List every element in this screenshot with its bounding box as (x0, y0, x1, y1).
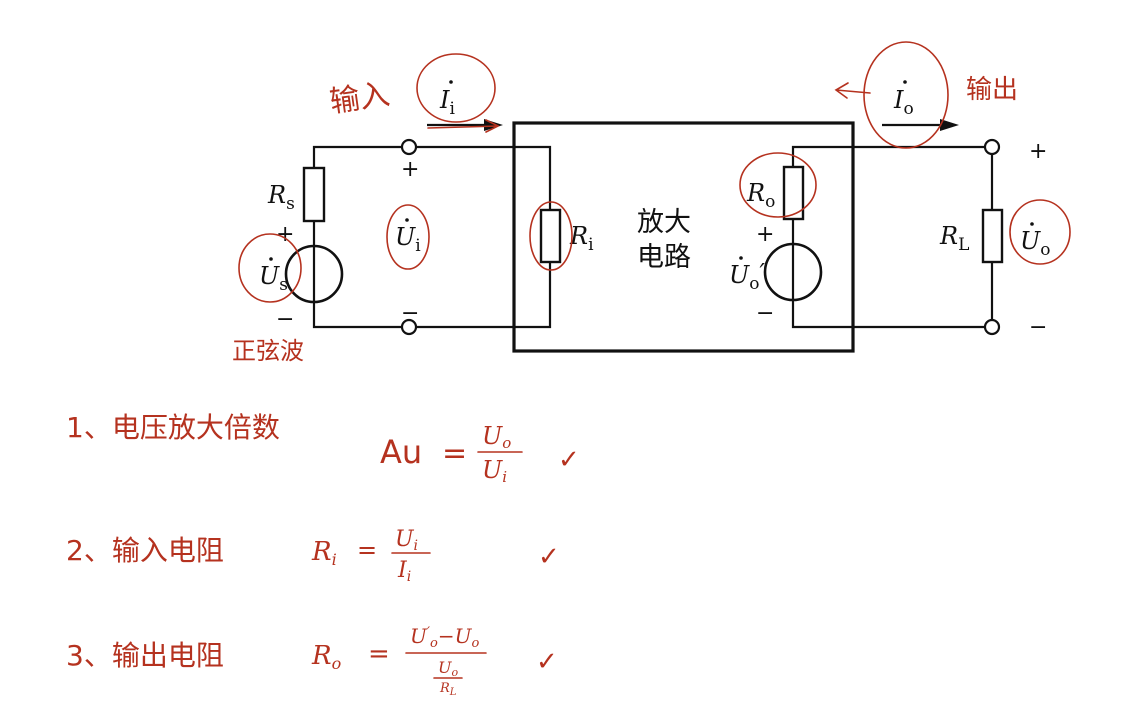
note-1-eq: = (442, 436, 467, 471)
ui-plus: + (401, 157, 419, 182)
block-label-line2: 电路 (637, 242, 691, 273)
circle-ro (739, 152, 817, 218)
note-3-check: ✓ (536, 647, 558, 677)
note-1: 1、电压放大倍数 Au = Uo Ui ✓ (66, 411, 580, 486)
source-top-wire (312, 145, 401, 168)
uo-prime-label: Uo′ (729, 259, 765, 294)
note-3-eq: = (368, 639, 390, 669)
annotation-sine-wave: 正弦波 (232, 337, 304, 365)
note-2: 2、输入电阻 Ri = Ui Ii ✓ (66, 527, 560, 585)
note-2-label: 2、输入电阻 (66, 534, 224, 567)
note-3-num: U′o−Uo (410, 624, 480, 651)
output-plus: + (1029, 139, 1047, 164)
note-2-lhs: Ri (311, 537, 337, 569)
rl-resistor (981, 208, 1004, 264)
note-3-den-den: RL (439, 681, 457, 698)
note-2-den: Ii (397, 558, 411, 585)
uo-dot (1030, 222, 1034, 226)
note-1-label: 1、电压放大倍数 (66, 411, 280, 444)
note-2-eq: = (357, 536, 377, 564)
ro-label: Ro (746, 179, 775, 212)
output-bottom-wire (791, 300, 985, 329)
note-1-check: ✓ (558, 445, 580, 475)
rl-label: RL (939, 222, 969, 255)
ri-bottom-wire (416, 262, 552, 329)
circle-uo (1009, 199, 1071, 265)
io-arrow-head (940, 119, 959, 131)
us-minus: − (276, 307, 294, 332)
note-1-lhs: Au (380, 433, 422, 471)
block-label-line1: 放大 (637, 207, 691, 238)
uo-prime-plus: + (756, 222, 774, 247)
io-label: Io (893, 86, 914, 119)
handwritten-annotations: 输入 输出 正弦波 (232, 41, 1071, 365)
uo-prime-dot (739, 256, 743, 260)
io-dot (903, 80, 907, 84)
red-arrow-ii (427, 119, 500, 133)
ui-label: Ui (395, 223, 421, 256)
red-arrow-io (834, 82, 871, 99)
output-terminal-bottom (983, 318, 1001, 336)
circle-ii (416, 53, 496, 123)
ri-label: Ri (569, 222, 594, 255)
us-plus: + (276, 222, 294, 247)
note-2-num: Ui (395, 527, 418, 554)
ro-top-wire (791, 145, 985, 167)
rs-resistor (302, 166, 326, 223)
ii-dot (449, 80, 453, 84)
circle-io (863, 41, 949, 149)
note-3-den: Uo (438, 658, 458, 679)
formula-notes: 1、电压放大倍数 Au = Uo Ui ✓ 2、输入电阻 Ri = Ui Ii … (66, 411, 580, 698)
ri-resistor (539, 208, 562, 264)
ri-top-wire (416, 145, 552, 210)
note-2-check: ✓ (538, 542, 560, 572)
uo-prime-minus: − (756, 301, 774, 326)
ui-minus: − (401, 301, 419, 326)
uo-label: Uo (1020, 227, 1050, 260)
circle-ui (386, 204, 430, 270)
annotation-output: 输出 (966, 75, 1018, 105)
annotation-input: 输入 (328, 77, 392, 120)
us-label: Us (259, 262, 288, 295)
note-3: 3、输出电阻 Ro = U′o−Uo Uo RL ✓ (66, 624, 558, 698)
circuit-diagram: 放大 电路 Rs Us + − Ui + − Ri Ii Ro Uo′ + − … (259, 80, 1050, 353)
note-3-lhs: Ro (311, 641, 341, 673)
amplifier-block (512, 121, 855, 353)
ii-label: Ii (439, 86, 455, 119)
input-terminal-top (400, 138, 418, 156)
note-1-num: Uo (482, 422, 511, 452)
source-bottom-wire (312, 302, 401, 329)
note-3-label: 3、输出电阻 (66, 639, 224, 672)
circle-ri (529, 201, 573, 271)
rs-label: Rs (267, 181, 295, 214)
ui-dot (405, 218, 409, 222)
note-1-den: Ui (482, 456, 507, 486)
output-minus: − (1029, 315, 1047, 340)
output-terminal-top (983, 138, 1001, 156)
us-dot (269, 257, 273, 261)
circle-us (238, 233, 302, 303)
